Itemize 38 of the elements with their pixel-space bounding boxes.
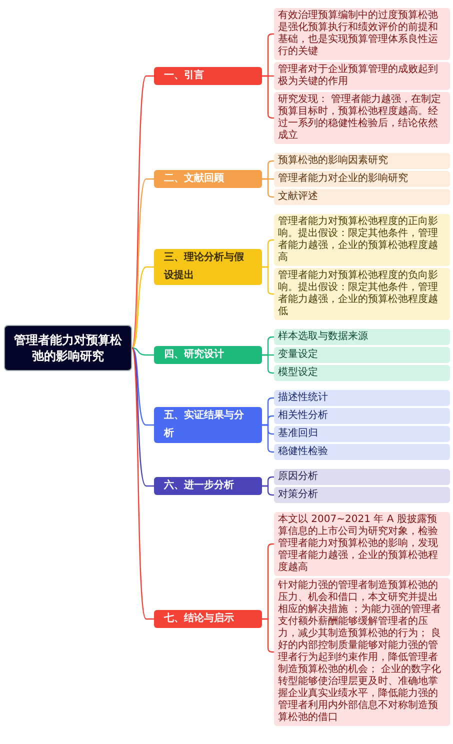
subtopic-box: 管理者能力对预算松弛程度的负向影响。提出假设：限定其他条件，管理者能力越强，企业的预算松弛程度越低 (274, 268, 450, 320)
connector-line (131, 178, 154, 348)
subtopic-box: 原因分析 (274, 469, 450, 485)
subtopic-box: 管理者对于企业预算管理的成败起到极为关键的作用 (274, 62, 450, 90)
branch-topic: 四、研究设计 (154, 346, 262, 364)
subtopic-box: 相关性分析 (274, 408, 450, 424)
connector-line (132, 347, 154, 356)
connector-line (262, 178, 274, 198)
subtopic-box: 变量设定 (274, 347, 450, 363)
branch-topic: 五、实证结果与分析 (154, 407, 262, 443)
subtopic-box: 针对能力强的管理者制造预算松弛的压力、机会和借口，本文研究并提出相应的解决措施 ；为能力强的管理者支付额外薪酬能够缓解管理者的压力，减少其制造预算松弛的行为； 良好的内部控制质量能够对能力强的管理者行为起到约束作用，降低管理者制造预算松弛的机会； 企业的数字化转型能够使治理层更及时、准确地掌握企业真实业绩水平，降低能力强的管理者利用内外部信息不对称制造预算松弛的借口 (274, 578, 450, 726)
subtopic-box: 基准回归 (274, 426, 450, 442)
branch-topic: 七、结论与启示 (154, 610, 262, 628)
subtopic-box: 稳健性检验 (274, 444, 450, 460)
subtopic-box: 样本选取与数据来源 (274, 329, 450, 345)
branch-topic: 六、进一步分析 (154, 477, 262, 495)
branch-topic: 二、文献回顾 (154, 170, 262, 188)
subtopic-box: 管理者能力对预算松弛程度的正向影响。提出假设：限定其他条件，管理者能力越强，企业的预算松弛程度越高 (274, 214, 450, 266)
root-topic: 管理者能力对预算松弛的影响研究 (4, 324, 132, 370)
subtopic-box: 描述性统计 (274, 390, 450, 406)
connector-line (262, 354, 274, 374)
connector-line (131, 348, 154, 620)
connector-line (131, 75, 154, 348)
connector-line (262, 424, 274, 453)
subtopic-box: 研究发现： 管理者能力越强，在制定预算目标时，预算松弛程度越高。经过一系列的稳健性检验后，结论依然成立 (274, 92, 450, 144)
connector-line (132, 266, 154, 348)
subtopic-box: 对策分析 (274, 487, 450, 503)
subtopic-box: 有效治理预算编制中的过度预算松弛是强化预算执行和绩效评价的前提和基础，也是实现预算管理体系良性运行的关键 (274, 8, 450, 60)
subtopic-box: 模型设定 (274, 365, 450, 381)
branch-topic: 三、理论分析与假设提出 (154, 249, 262, 285)
subtopic-box: 预算松弛的影响因素研究 (274, 153, 450, 169)
subtopic-box: 本文以 2007~2021 年 A 股披露预算信息的上市公司为研究对象，检验管理者能力对预算松弛的影响，发现管理者能力越强，企业的预算松弛程度越高 (274, 512, 450, 576)
subtopic-box: 文献评述 (274, 189, 450, 205)
branch-topic: 一、引言 (154, 67, 262, 85)
connector-line (132, 348, 154, 487)
connector-line (262, 485, 274, 496)
subtopic-box: 管理者能力对企业的影响研究 (274, 171, 450, 187)
connector-line (132, 348, 154, 426)
